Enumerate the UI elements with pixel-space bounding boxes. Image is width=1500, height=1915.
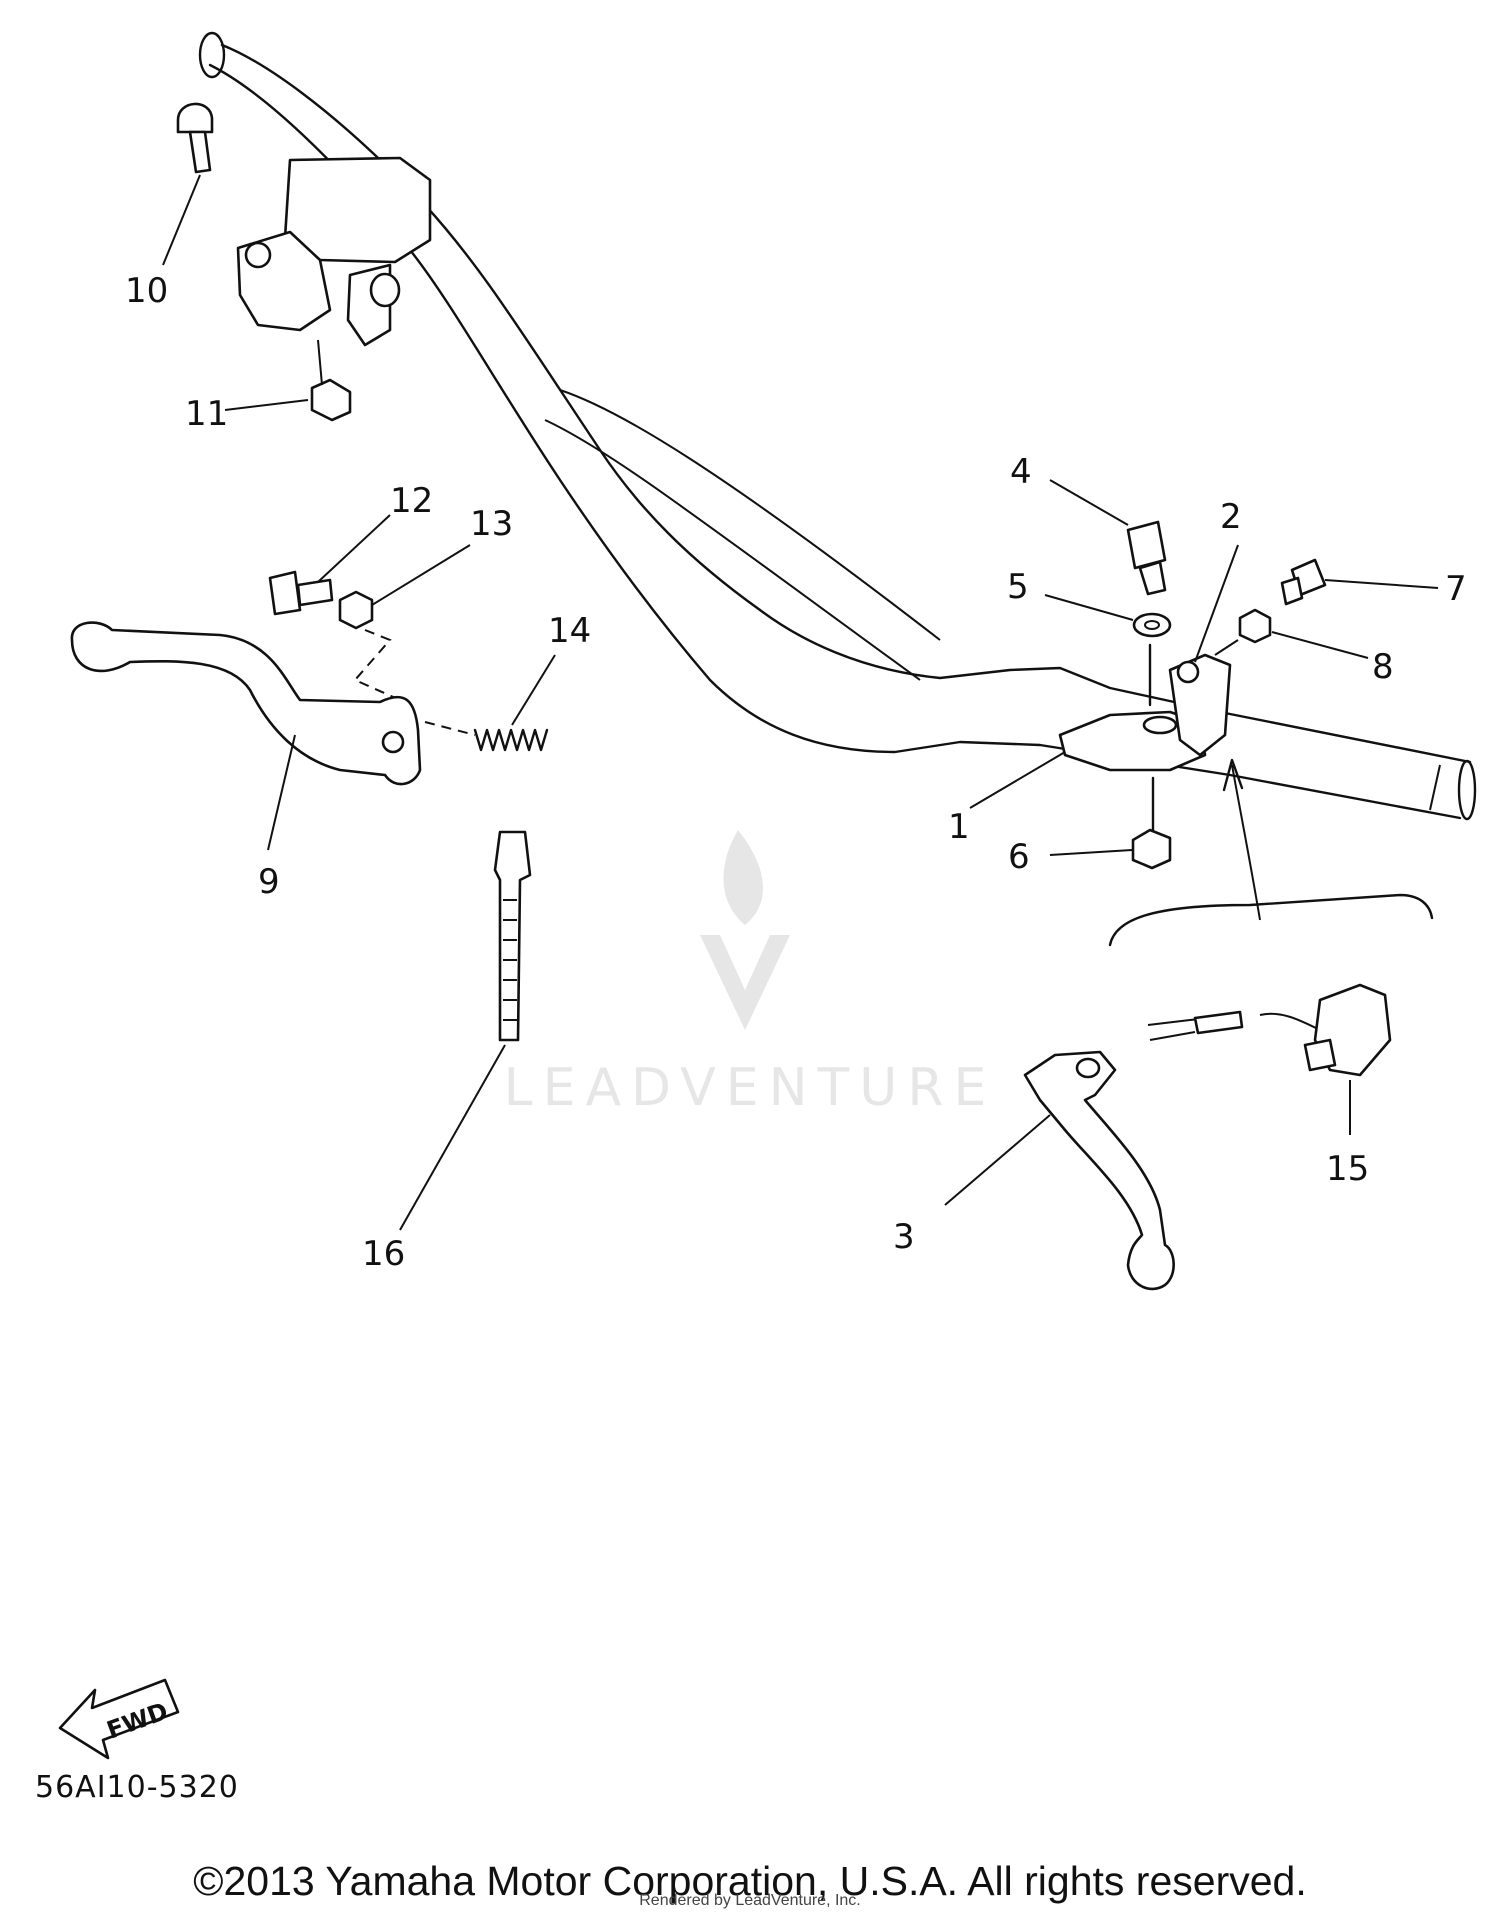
nut-11: [310, 339, 352, 422]
bolt-10: [176, 102, 214, 174]
left-clamp-assembly: [236, 156, 432, 347]
lever-holder-1: [1058, 710, 1207, 772]
callout-14: 14: [548, 611, 591, 651]
bracket-2: [1168, 653, 1232, 757]
callout-3: 3: [893, 1217, 915, 1257]
callout-7: 7: [1445, 569, 1467, 609]
callout-4: 4: [1010, 452, 1032, 492]
lever-9: [70, 621, 422, 786]
screw-7: [1280, 558, 1327, 606]
nut-13: [338, 590, 374, 630]
watermark-text: LEADVENTURE: [504, 1058, 997, 1118]
callout-11: 11: [185, 394, 228, 434]
lever-3: [1023, 1050, 1175, 1291]
fwd-arrow-icon: FWD: [58, 1678, 180, 1760]
handlebar: [198, 31, 1477, 821]
callout-16: 16: [362, 1234, 405, 1274]
callout-8: 8: [1372, 647, 1394, 687]
callout-9: 9: [258, 862, 280, 902]
callout-15: 15: [1326, 1149, 1369, 1189]
callout-10: 10: [125, 271, 168, 311]
nut-8: [1214, 608, 1272, 656]
washer-5: [1132, 612, 1172, 707]
callout-2: 2: [1220, 497, 1242, 537]
render-note: Rendered by LeadVenture, Inc.: [639, 1892, 861, 1909]
part-code: 56AI10-5320: [35, 1770, 239, 1805]
spring-14: [424, 721, 549, 752]
nut-6: [1131, 776, 1172, 870]
copyright-notice: ©2013 Yamaha Motor Corporation, U.S.A. A…: [193, 1858, 1307, 1904]
callout-1: 1: [948, 807, 970, 847]
callout-13: 13: [470, 504, 513, 544]
callout-6: 6: [1008, 837, 1030, 877]
leadventure-watermark: LEADVENTURE: [504, 830, 997, 1118]
callout-12: 12: [390, 481, 433, 521]
pivot-bolt-4: [1126, 520, 1167, 596]
cable-tie-16: [493, 830, 532, 1042]
switch-15: [1147, 983, 1392, 1077]
detail-arrow: [1108, 758, 1434, 947]
bolt-12: [268, 570, 334, 616]
callout-5: 5: [1007, 567, 1029, 607]
